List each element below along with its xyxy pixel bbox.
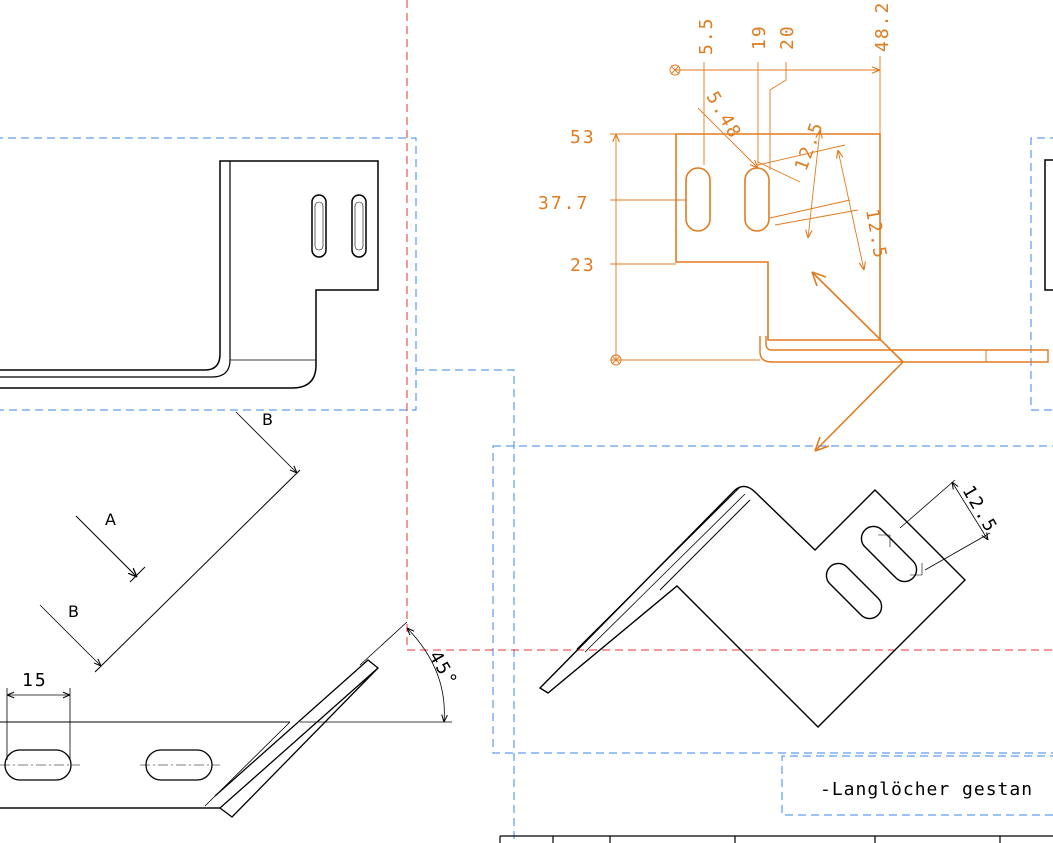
dim-48-2: 48.2 bbox=[872, 1, 893, 52]
iso-slot-1 bbox=[860, 525, 918, 583]
view-label-a: A bbox=[105, 510, 116, 529]
dim-12-5-b: 12.5 bbox=[861, 207, 891, 261]
dim-20: 20 bbox=[777, 24, 798, 50]
section-label-b-top: B bbox=[262, 410, 273, 429]
dim-5-5: 5.5 bbox=[696, 16, 717, 55]
dim-53: 53 bbox=[570, 127, 596, 148]
note-frame[interactable] bbox=[781, 755, 1053, 816]
title-block bbox=[499, 835, 1053, 843]
section-view-part bbox=[0, 411, 452, 818]
dim-37-7: 37.7 bbox=[538, 193, 589, 214]
iso-view-frame[interactable] bbox=[492, 445, 1053, 754]
lower-left-view-frame[interactable] bbox=[416, 369, 515, 843]
iso-slot-2 bbox=[825, 562, 883, 620]
orange-slot-1 bbox=[685, 167, 711, 232]
dim-19: 19 bbox=[749, 24, 770, 50]
section-label-b-bottom: B bbox=[68, 602, 79, 621]
title-block-note: -Langlöcher gestan bbox=[820, 779, 1033, 800]
angle-45-label: 45° bbox=[424, 647, 461, 691]
view-frames bbox=[0, 137, 1053, 843]
slot-right bbox=[351, 194, 367, 258]
dim-23: 23 bbox=[570, 255, 596, 276]
iso-dim-12-5: 12.5 bbox=[958, 482, 1002, 537]
annotated-view-dimensions bbox=[610, 56, 881, 366]
dim-15-label: 15 bbox=[22, 670, 48, 691]
isometric-view-part bbox=[538, 479, 991, 728]
front-view-part bbox=[0, 160, 379, 389]
orange-slot-2 bbox=[744, 167, 770, 232]
slot-left bbox=[311, 194, 327, 258]
right-edge-part bbox=[1044, 159, 1053, 291]
dim-12-5-a: 12.5 bbox=[791, 118, 828, 173]
right-edge-view-frame[interactable] bbox=[1030, 137, 1053, 411]
top-left-view-frame[interactable] bbox=[0, 137, 417, 411]
annotated-view-part bbox=[675, 133, 1049, 452]
annotated-view-labels: 5.5 19 20 48.2 53 37.7 23 5.48 12.5 12.5 bbox=[538, 1, 893, 276]
section-view-labels: 15 45° A B B bbox=[22, 410, 462, 691]
